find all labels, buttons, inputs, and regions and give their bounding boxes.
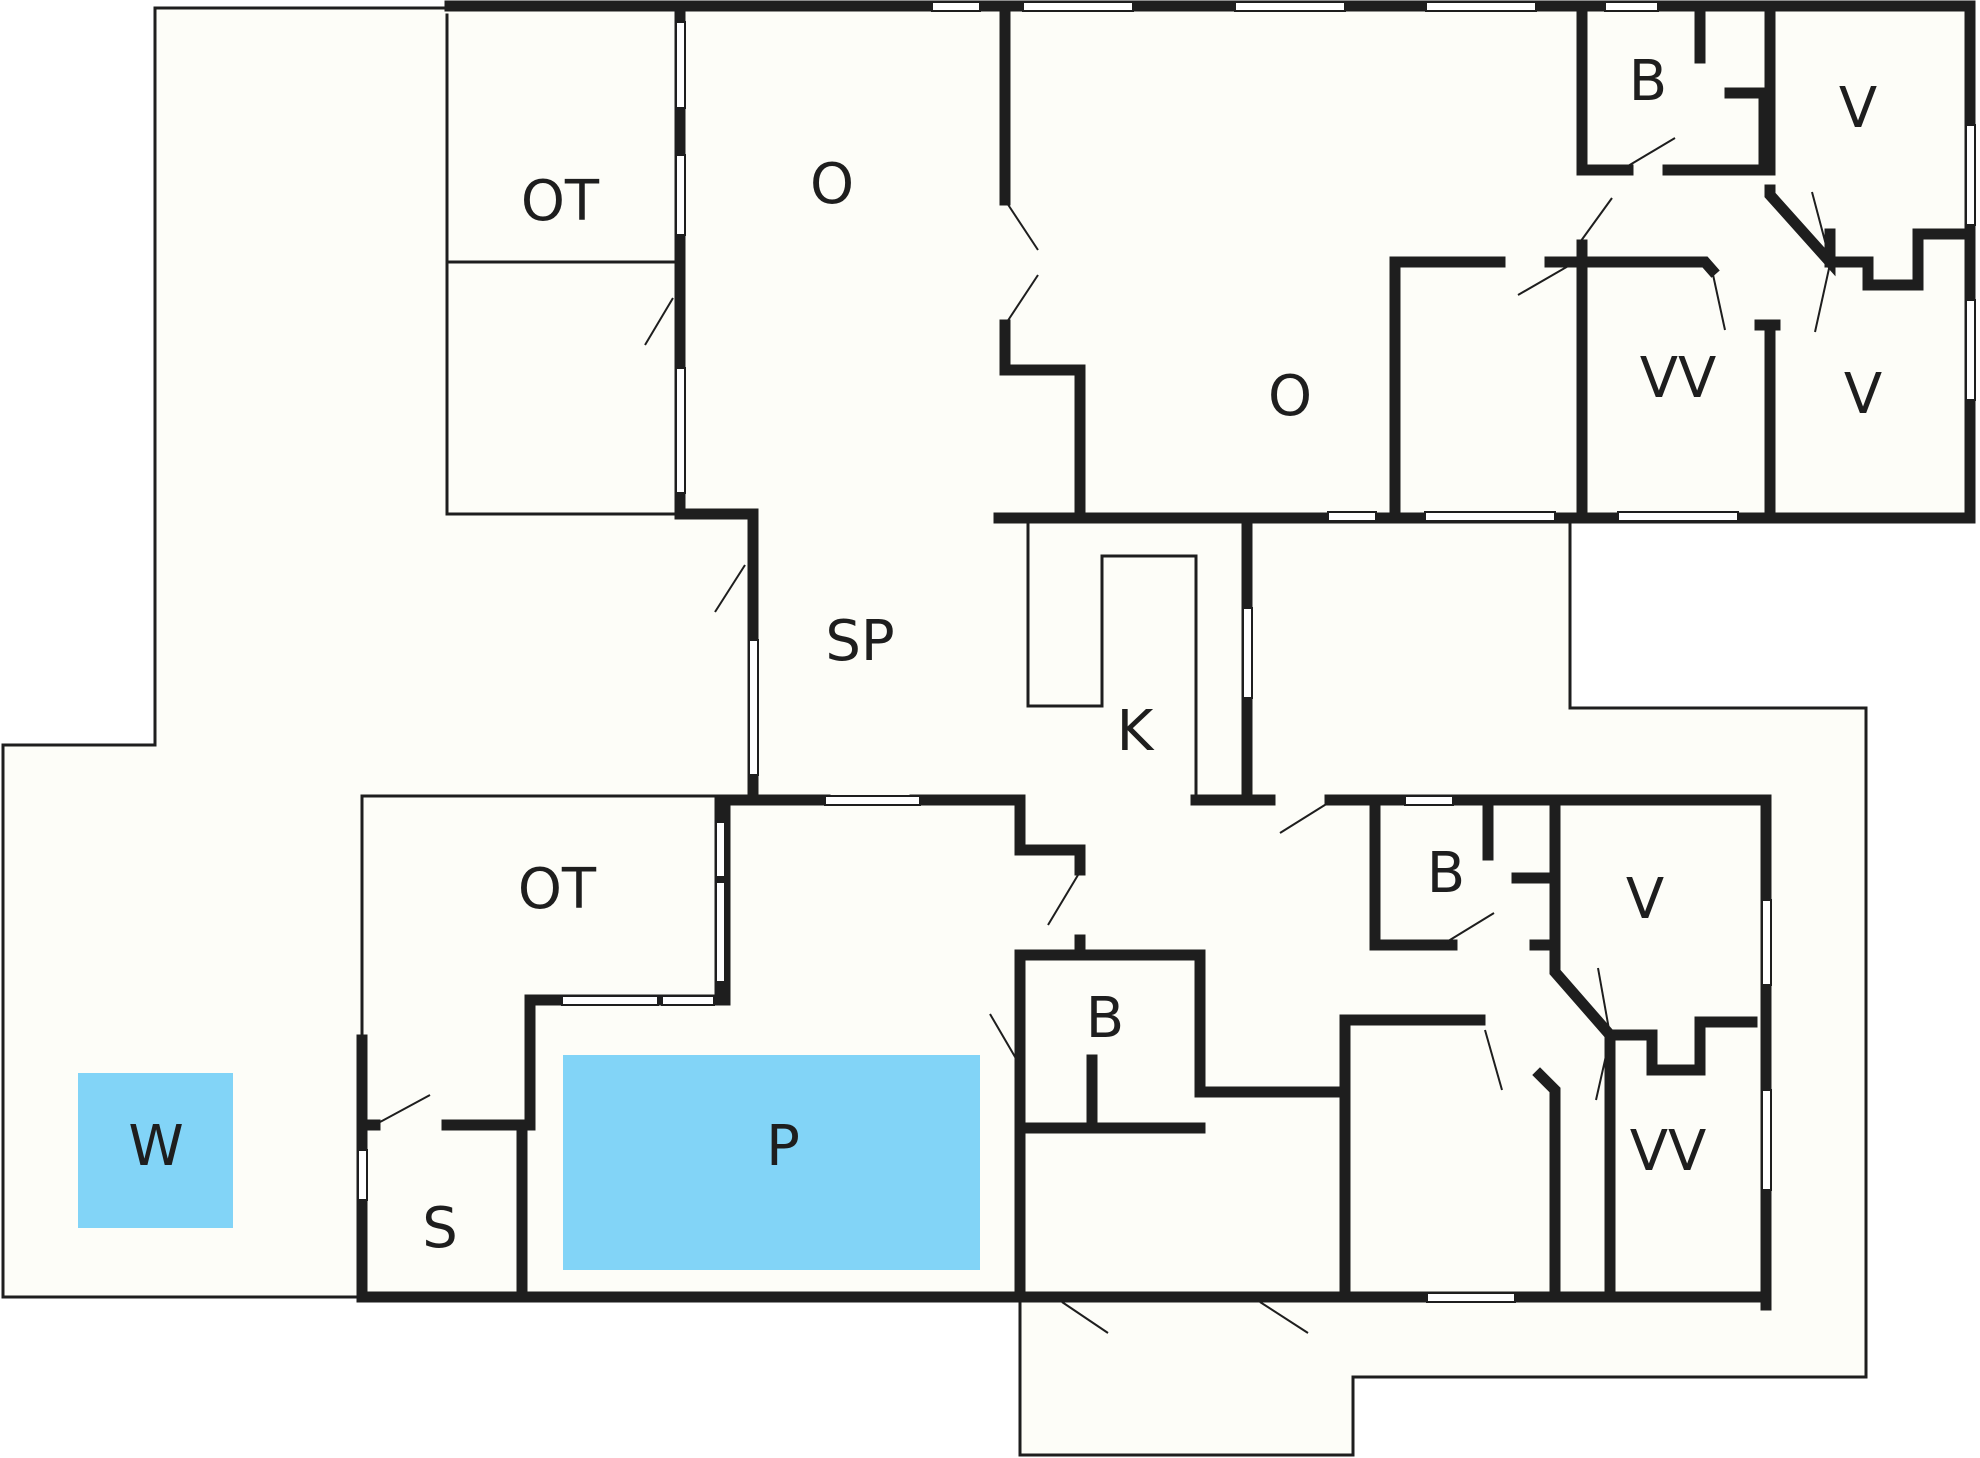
- room-label-o-left: O: [810, 152, 854, 217]
- room-label-vv-bottom: VV: [1630, 1119, 1707, 1184]
- room-label-s: S: [422, 1196, 458, 1261]
- floor-area: [1, 4, 1972, 1457]
- room-label-v-top1: V: [1839, 76, 1877, 141]
- room-label-ot-top: OT: [521, 169, 600, 234]
- room-label-p: P: [766, 1114, 800, 1179]
- room-label-b-top: B: [1629, 49, 1667, 114]
- room-label-v-top2: V: [1844, 362, 1882, 427]
- room-label-sp: SP: [825, 609, 894, 674]
- room-label-o-right: O: [1268, 364, 1312, 429]
- windows: [357, 1, 1976, 1303]
- room-label-k: K: [1117, 699, 1155, 764]
- room-label-b-low: B: [1086, 986, 1124, 1051]
- room-label-vv-top: VV: [1640, 346, 1717, 411]
- room-label-w: W: [128, 1114, 183, 1179]
- walls: [356, 0, 1976, 1311]
- doors: [379, 137, 1831, 1334]
- room-label-v-mid: V: [1626, 867, 1664, 932]
- room-label-b-mid: B: [1427, 841, 1465, 906]
- water-feature-w: [78, 1073, 233, 1228]
- thin-outlines: [1, 6, 1868, 1457]
- room-labels: OT O O B V VV V SP K OT B V B VV S W P: [128, 49, 1882, 1261]
- pool-p: [563, 1055, 980, 1270]
- room-label-ot-bottom: OT: [518, 857, 597, 922]
